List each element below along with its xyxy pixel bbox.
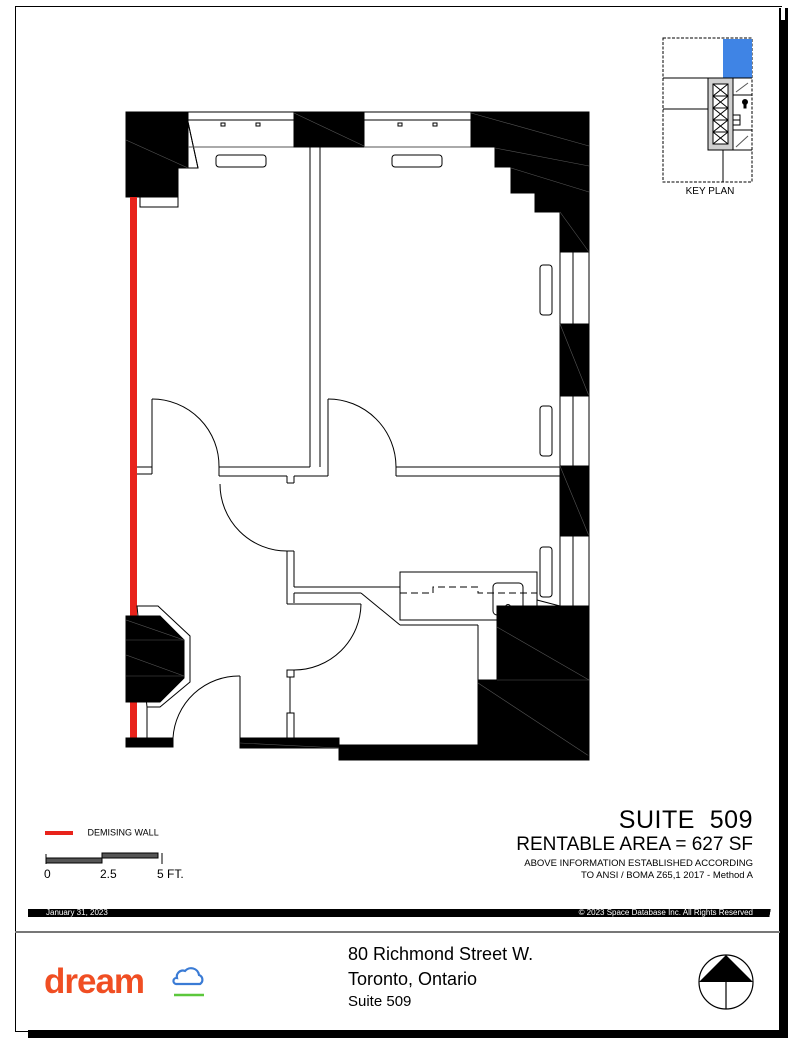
address-line-2: Toronto, Ontario	[348, 969, 478, 989]
dream-logo: dream	[44, 962, 145, 1001]
north-arrow-icon	[698, 954, 754, 1010]
key-plan	[662, 37, 753, 183]
footer-band	[28, 909, 756, 917]
demising-wall-swatch	[45, 830, 73, 835]
title-block-divider	[15, 931, 780, 933]
demising-wall-label: DEMISING WALL	[87, 827, 159, 838]
scale-tick-mid: 2.5	[100, 867, 117, 881]
scale-bar	[45, 852, 163, 864]
suite-label: Suite 509	[348, 993, 412, 1010]
column-top-right-stepped	[470, 111, 590, 253]
copyright: © 2023 Space Database Inc. All Rights Re…	[578, 908, 753, 917]
address-line-1: 80 Richmond Street W.	[348, 944, 534, 964]
column-bottom-right	[477, 605, 590, 759]
page-shadow-right	[779, 8, 788, 1038]
plan-date: January 31, 2023	[46, 908, 108, 917]
key-plan-label: KEY PLAN	[685, 186, 735, 197]
suite-title: SUITE 509	[618, 806, 753, 834]
legend: DEMISING WALL	[45, 827, 159, 838]
demising-wall	[130, 197, 137, 742]
key-plan-highlight	[723, 39, 752, 78]
scale-tick-end: 5 FT.	[157, 867, 184, 881]
page-shadow-notch	[781, 8, 785, 20]
floor-plan	[125, 111, 590, 761]
basis-line-2: TO ANSI / BOMA Z65,1 2017 - Method A	[581, 870, 753, 881]
rentable-area: RENTABLE AREA = 627 SF	[516, 834, 753, 855]
scale-tick-0: 0	[44, 867, 51, 881]
cloud-logo-icon	[172, 967, 204, 997]
measurement-basis: ABOVE INFORMATION ESTABLISHED ACCORDING …	[524, 858, 753, 882]
column-left-octagonal	[125, 615, 185, 703]
page-shadow-bottom	[28, 1030, 788, 1038]
footer-band-tail	[756, 909, 779, 917]
basis-line-1: ABOVE INFORMATION ESTABLISHED ACCORDING	[524, 858, 753, 869]
